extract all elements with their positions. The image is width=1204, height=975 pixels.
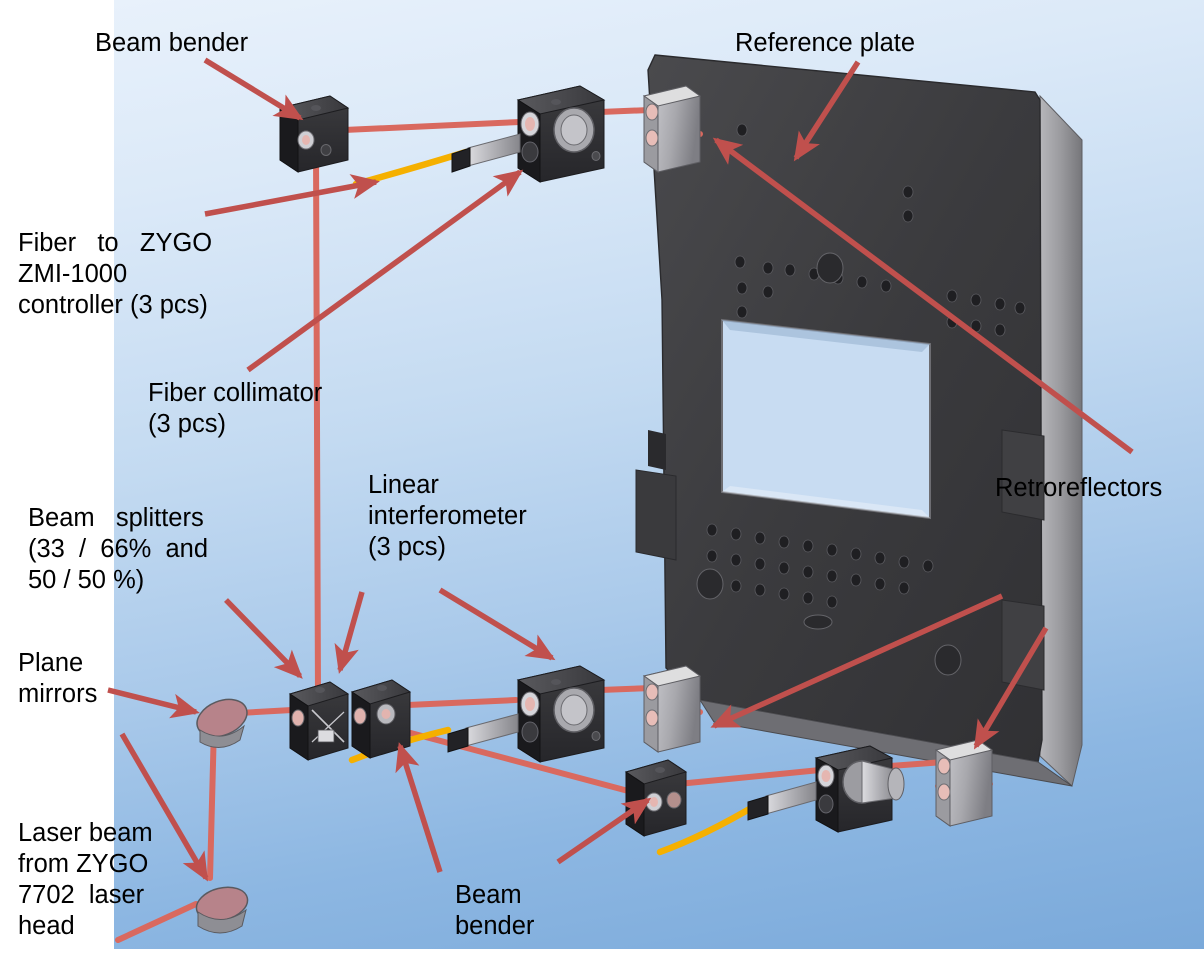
label-fiber-to-controller: Fiber to ZYGO ZMI-1000 controller (3 pcs… — [18, 229, 213, 319]
label-beam-splitters: Beam splitters (33 / 66% and 50 / 50 %) — [28, 504, 209, 594]
arrow-fiber-to-controller — [204, 174, 380, 217]
arrow-retroreflector-bottom — [973, 626, 1049, 750]
arrow-plane-mirror-upper — [107, 687, 200, 719]
fiber-bottom — [656, 800, 762, 856]
interferometer-middle — [447, 665, 606, 763]
arrow-beam-bender-top — [203, 57, 304, 121]
annotation-arrows — [107, 57, 1134, 882]
retroreflector-middle — [642, 665, 702, 753]
label-reference-plate: Reference plate — [735, 29, 916, 57]
retroreflector-bottom — [934, 739, 994, 827]
arrow-retroreflector-top — [712, 137, 1134, 455]
label-beam-bender-bottom: Beam bender — [455, 881, 535, 940]
arrow-retroreflector-middle — [710, 593, 1004, 729]
beam-bender-lower — [624, 759, 688, 837]
beam-bender-upper — [278, 95, 350, 173]
arrow-linear-interferometer-right — [438, 587, 556, 661]
label-fiber-collimator: Fiber collimator (3 pcs) — [148, 379, 323, 438]
arrow-plane-mirror-lower — [119, 732, 209, 882]
label-laser-beam-source: Laser beam from ZYGO 7702 laser head — [18, 819, 153, 940]
arrow-beam-bender-right — [556, 797, 652, 865]
arrow-beam-bender-left — [395, 742, 443, 873]
interferometer-bottom — [747, 745, 905, 833]
fiber-top — [352, 148, 470, 188]
label-plane-mirrors: Plane mirrors — [18, 649, 98, 708]
plane-mirror-lower — [195, 886, 249, 934]
arrow-reference-plate — [793, 60, 861, 162]
label-retroreflectors: Retroreflectors — [995, 474, 1163, 502]
arrow-beam-splitters — [224, 598, 303, 679]
arrow-linear-interferometer-left — [334, 591, 365, 674]
retroreflector-top — [642, 85, 702, 173]
beam-splitter-a — [288, 681, 350, 761]
label-linear-interferometer: Linear interferometer (3 pcs) — [368, 471, 527, 561]
reference-plate-assembly — [635, 54, 1083, 787]
plane-mirror-upper — [196, 698, 248, 748]
label-beam-bender-top: Beam bender — [95, 29, 249, 57]
interferometer-top — [451, 85, 606, 183]
arrow-fiber-collimator — [246, 169, 524, 373]
